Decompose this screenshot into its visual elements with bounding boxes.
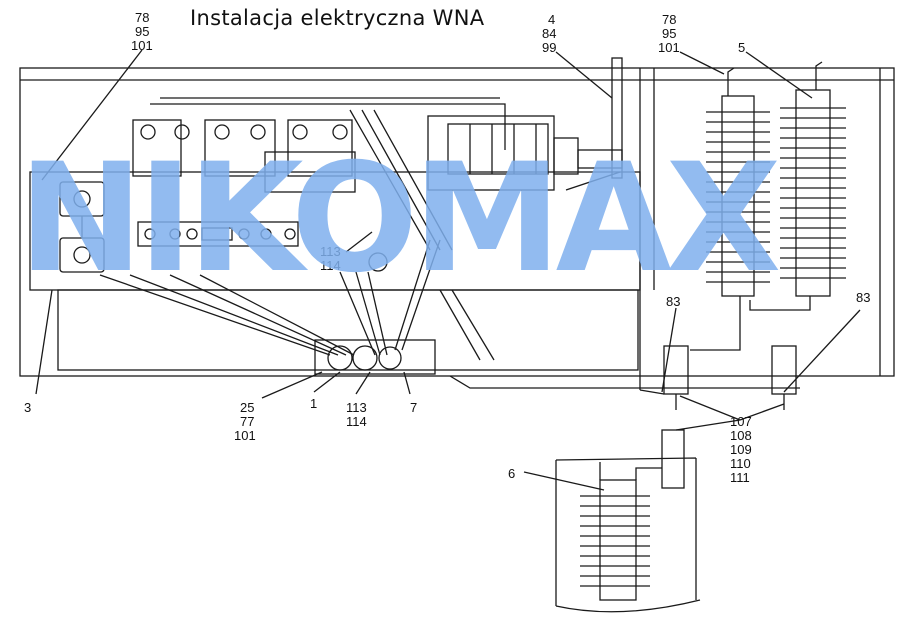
callout-4: 4 — [548, 12, 555, 27]
callout-114-mid: 114 — [320, 258, 341, 273]
callout-6: 6 — [508, 466, 515, 481]
callout-95-left: 95 — [135, 24, 149, 39]
heater-coil-left — [706, 67, 770, 297]
callout-101-right: 101 — [658, 40, 680, 55]
bottom-connector-group — [314, 339, 436, 375]
callout-7: 7 — [410, 400, 417, 415]
callout-5: 5 — [738, 40, 745, 55]
callout-114-bottom: 114 — [346, 414, 367, 429]
callout-101-bottom: 101 — [234, 428, 256, 443]
detail-inset — [555, 429, 701, 613]
callout-78-left: 78 — [135, 10, 149, 25]
callout-107: 107 — [730, 414, 752, 429]
callout-113-bottom: 113 — [346, 400, 367, 415]
callout-95-right: 95 — [662, 26, 676, 41]
cabinet-outline — [19, 67, 895, 377]
callout-109: 109 — [730, 442, 752, 457]
drawing-lines — [19, 49, 895, 613]
callout-99: 99 — [542, 40, 556, 55]
callout-84: 84 — [542, 26, 556, 41]
callout-3: 3 — [24, 400, 31, 415]
heater-coil-right — [780, 61, 846, 297]
insulator-left — [663, 345, 689, 395]
insulator-right — [771, 345, 797, 395]
terminal-strip — [137, 221, 299, 247]
callout-77: 77 — [240, 414, 254, 429]
callout-25: 25 — [240, 400, 254, 415]
callout-78-right: 78 — [662, 12, 676, 27]
callout-113-mid: 113 — [320, 244, 341, 259]
callout-83-right: 83 — [856, 290, 870, 305]
callout-110: 110 — [730, 456, 751, 471]
callout-111: 111 — [730, 470, 750, 485]
callout-1: 1 — [310, 396, 317, 411]
watermark-text: NIKOMAX — [18, 132, 779, 306]
watermark-logo: NIKOMAX — [18, 132, 785, 306]
callout-101-left: 101 — [131, 38, 153, 53]
callout-83-left: 83 — [666, 294, 680, 309]
vertical-rod — [611, 57, 623, 179]
diagram-title: Instalacja elektryczna WNA — [190, 6, 485, 30]
callout-108: 108 — [730, 428, 752, 443]
